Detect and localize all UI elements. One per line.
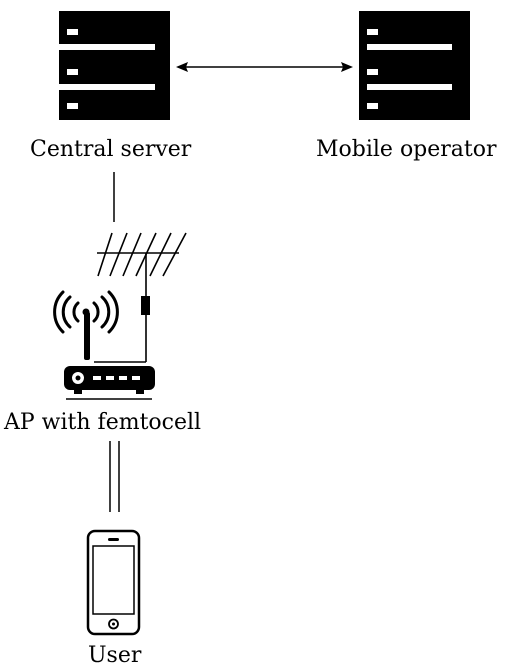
- access-point-label: AP with femtocell: [4, 410, 202, 435]
- smartphone-icon: [86, 529, 141, 636]
- server-link-arrow: [176, 62, 353, 72]
- central-server-label: Central server: [30, 137, 192, 162]
- mobile-operator-label: Mobile operator: [316, 137, 497, 162]
- antenna-icon: [94, 232, 187, 363]
- wifi-signal-icon: [53, 290, 119, 334]
- mobile-operator-server-icon: [359, 11, 470, 120]
- central-server-icon: [59, 11, 170, 120]
- ap-user-link: [109, 441, 120, 512]
- user-label: User: [88, 643, 142, 668]
- wifi-router-icon: [64, 312, 155, 400]
